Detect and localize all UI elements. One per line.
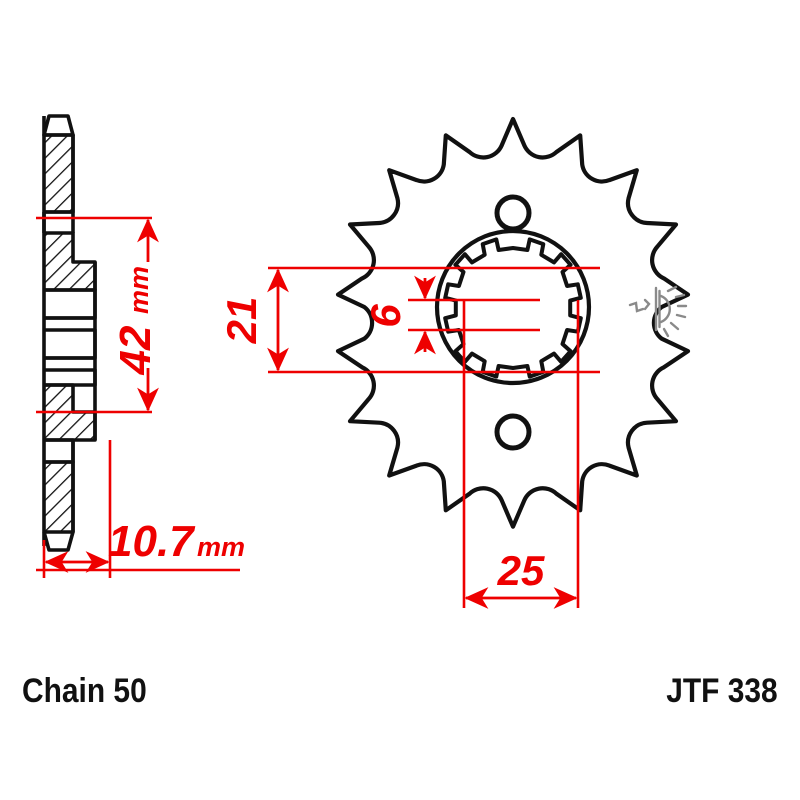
upper-bolt-hole xyxy=(494,194,532,232)
dimension-25-label: 25 xyxy=(497,547,545,594)
dimension-42mm-label: 42 mm xyxy=(111,266,160,375)
side-section-step-edges xyxy=(71,135,97,532)
dimension-21-value: 21 xyxy=(218,297,265,345)
splined-bore-profile xyxy=(443,237,583,379)
chain-size-label: Chain 50 xyxy=(22,672,147,710)
lower-bolt-hole xyxy=(494,413,532,451)
side-section-view xyxy=(42,114,97,552)
dimension-25-value: 25 xyxy=(497,547,545,594)
part-number-label: JTF 338 xyxy=(666,672,778,710)
front-face-view xyxy=(335,116,691,529)
dimension-6-label: 6 xyxy=(362,304,409,328)
dimension-21 xyxy=(267,266,600,374)
dimension-6-value: 6 xyxy=(362,304,409,328)
dimension-21-label: 21 xyxy=(218,297,265,345)
dimension-42mm-value: 42 xyxy=(111,325,160,375)
dimension-42mm xyxy=(36,216,159,414)
dimension-6 xyxy=(408,275,540,355)
side-section-hatched-body xyxy=(44,135,95,532)
dimension-10-7mm-unit: mm xyxy=(197,532,245,562)
manufacturer-stamp-icon xyxy=(628,285,688,338)
dimension-42mm-unit: mm xyxy=(124,266,154,314)
dimension-10-7mm-value: 10.7 xyxy=(108,517,196,566)
dimension-10-7mm-label: 10.7 mm xyxy=(108,517,245,566)
dimension-25 xyxy=(462,300,580,609)
dimension-10-7mm xyxy=(36,440,240,578)
